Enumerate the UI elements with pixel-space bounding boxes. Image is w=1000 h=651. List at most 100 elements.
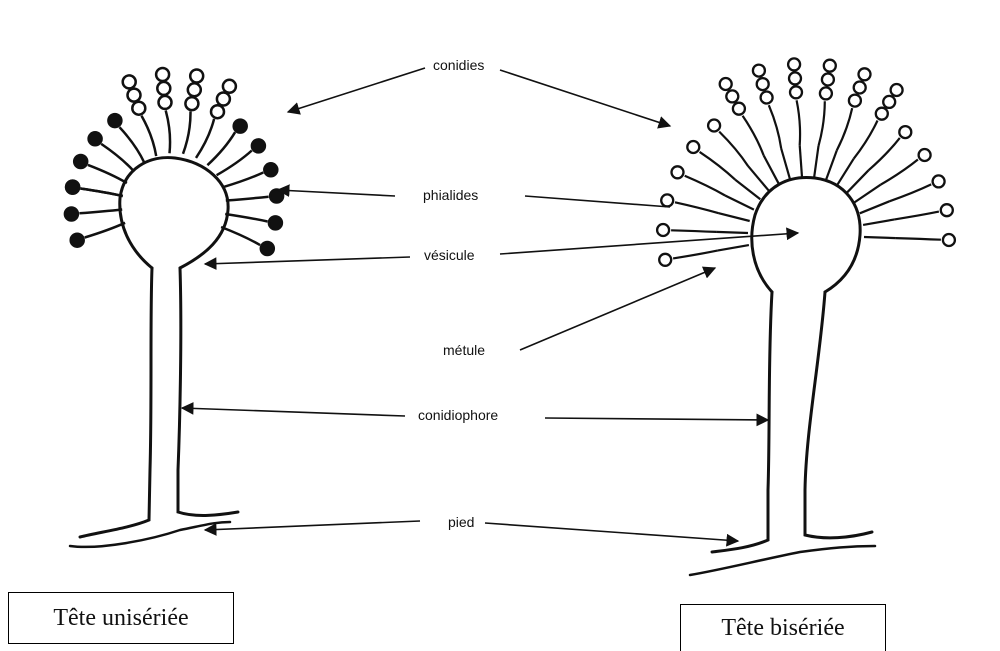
left-conidium xyxy=(132,102,145,115)
right-conidium xyxy=(883,96,895,108)
right-metula xyxy=(764,156,779,184)
left-phialide xyxy=(142,116,157,156)
right-conidium xyxy=(761,92,773,104)
label-metule: métule xyxy=(443,342,485,358)
right-metula xyxy=(716,232,748,233)
left-phialide xyxy=(79,210,122,214)
right-conidium xyxy=(788,58,800,70)
right-metulae xyxy=(716,145,896,250)
right-conidium xyxy=(726,90,738,102)
right-conidium xyxy=(789,72,801,84)
arrow-conidies-left xyxy=(288,68,425,112)
label-vesicule: vésicule xyxy=(424,247,475,263)
right-conidium xyxy=(657,224,669,236)
right-stalk-right-wall xyxy=(805,292,872,538)
right-conidium xyxy=(720,78,732,90)
right-metula xyxy=(826,150,837,180)
left-conidium xyxy=(66,181,79,194)
right-conidium xyxy=(876,108,888,120)
right-phialide xyxy=(671,230,716,232)
right-phialide xyxy=(896,238,941,240)
right-conidium xyxy=(661,194,673,206)
left-stalk-left-wall xyxy=(80,268,152,537)
right-phialide xyxy=(743,116,764,156)
right-phialide xyxy=(675,202,719,213)
arrow-vesicule-left xyxy=(205,257,410,264)
right-conidium xyxy=(672,166,684,178)
right-metula xyxy=(846,170,868,193)
left-conidium xyxy=(123,75,136,88)
right-conidium xyxy=(757,78,769,90)
right-phialide xyxy=(685,176,725,196)
label-pied: pied xyxy=(448,514,474,530)
left-phialide xyxy=(221,227,260,245)
arrow-phialides-right xyxy=(525,196,670,207)
arrow-pied-left xyxy=(205,521,420,530)
right-phialide xyxy=(819,101,825,146)
label-conidiophore: conidiophore xyxy=(418,407,498,423)
right-conidia xyxy=(657,58,955,265)
right-metula xyxy=(800,145,802,177)
right-conidium xyxy=(919,149,931,161)
right-phialide xyxy=(837,108,852,150)
left-conidium xyxy=(234,120,247,133)
arrow-phialides-left xyxy=(278,190,395,196)
right-metula xyxy=(725,196,754,210)
arrow-conidies-right xyxy=(500,70,670,126)
arrow-conidiophore-right xyxy=(545,418,768,420)
left-phialide xyxy=(183,111,191,153)
label-phialides: phialides xyxy=(423,187,478,203)
left-conidium xyxy=(157,82,170,95)
left-phialide xyxy=(217,151,252,176)
left-conidium xyxy=(159,96,172,109)
right-conidium xyxy=(941,204,953,216)
left-conidium xyxy=(190,70,203,83)
left-conidium xyxy=(89,132,102,145)
right-phialide xyxy=(889,184,931,201)
left-vesicle xyxy=(120,158,228,268)
right-phialide xyxy=(673,251,717,259)
left-phialide xyxy=(88,165,127,183)
right-phialide xyxy=(719,132,748,167)
left-conidium xyxy=(270,190,283,203)
right-conidium xyxy=(708,120,720,132)
arrow-pied-right xyxy=(485,523,738,541)
caption-biseriate-text: Tête bisériée xyxy=(721,615,844,642)
right-metula xyxy=(814,146,818,178)
right-conidium xyxy=(849,95,861,107)
left-phialide xyxy=(80,189,122,197)
right-conidium xyxy=(891,84,903,96)
right-conidium xyxy=(790,86,802,98)
left-conidium xyxy=(211,105,224,118)
right-conidium xyxy=(753,65,765,77)
left-phialide xyxy=(196,119,214,158)
left-conidium xyxy=(269,216,282,229)
right-conidium xyxy=(854,82,866,94)
left-conidium xyxy=(156,68,169,81)
left-conidium xyxy=(185,97,198,110)
left-conidium xyxy=(217,93,230,106)
left-stalk-right-wall xyxy=(178,268,238,515)
left-phialide xyxy=(120,127,145,162)
right-phialide xyxy=(869,138,900,170)
right-metula xyxy=(748,166,769,191)
caption-uniseriate: Tête unisériée xyxy=(8,592,234,644)
left-conidium xyxy=(223,80,236,93)
right-conidium xyxy=(822,74,834,86)
right-metula xyxy=(781,149,790,180)
left-conidium xyxy=(188,83,201,96)
right-phialide xyxy=(881,160,918,185)
left-conidium xyxy=(108,114,121,127)
right-conidium xyxy=(733,103,745,115)
right-conidium xyxy=(659,254,671,266)
left-phialide xyxy=(225,214,267,222)
left-conidium xyxy=(261,242,274,255)
right-phialide xyxy=(769,105,781,148)
right-metula xyxy=(864,237,896,238)
left-conidium xyxy=(74,155,87,168)
left-conidium xyxy=(65,208,78,221)
right-phialide xyxy=(797,100,800,145)
left-conidium xyxy=(71,234,84,247)
